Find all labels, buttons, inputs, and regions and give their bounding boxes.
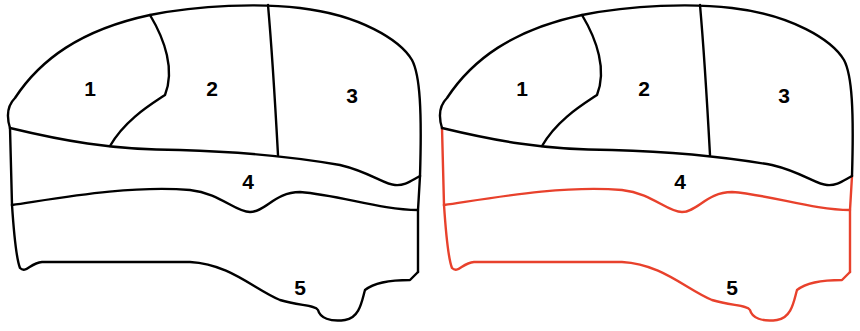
callout-number: 2 [206, 78, 218, 99]
red-outline-figure [440, 5, 853, 321]
black-outline-figure [8, 5, 421, 321]
callout-number: 5 [726, 277, 738, 298]
callout-number: 4 [242, 171, 254, 192]
callout-number: 3 [778, 85, 790, 106]
callout-number: 4 [674, 171, 686, 192]
callout-number: 5 [294, 277, 306, 298]
callout-number: 1 [516, 78, 528, 99]
callout-number: 3 [346, 85, 358, 106]
callout-number: 1 [84, 78, 96, 99]
callout-number: 2 [638, 78, 650, 99]
